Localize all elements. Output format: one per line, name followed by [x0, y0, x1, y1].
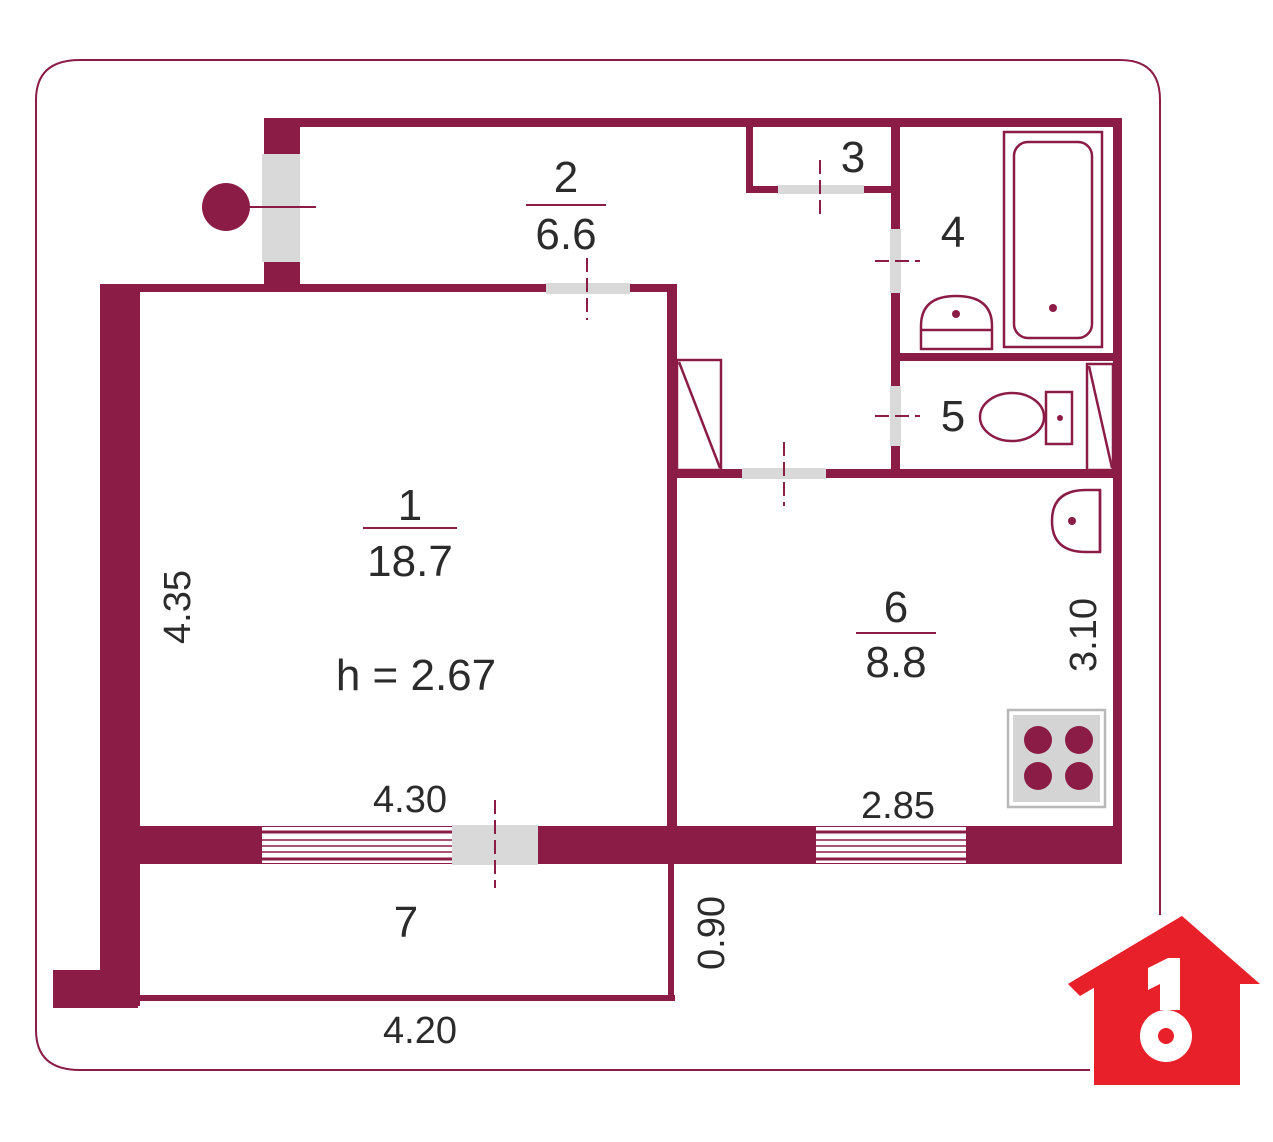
dim-room1-height: 4.35 — [157, 570, 199, 644]
dim-balcony-width: 4.20 — [383, 1010, 457, 1052]
room2-area: 6.6 — [535, 210, 596, 259]
room6-number: 6 — [884, 583, 908, 632]
room1-number: 1 — [398, 481, 422, 530]
room2-number: 2 — [554, 153, 578, 202]
room4-number: 4 — [941, 208, 965, 257]
dimension-labels: 4.35 4.30 3.10 2.85 0.90 4.20 — [157, 570, 1105, 1052]
ceiling-height: h = 2.67 — [336, 651, 496, 700]
bathtub-icon — [1002, 130, 1104, 349]
sink-icon — [919, 294, 994, 351]
entrance-marker-icon — [202, 183, 250, 231]
window-room6 — [816, 827, 966, 863]
windows — [262, 827, 966, 863]
dim-room6-width: 2.85 — [861, 785, 935, 827]
door-markers — [250, 160, 920, 888]
room-labels: 2 6.6 3 4 5 1 18.7 h = 2.67 6 8.8 7 — [336, 133, 965, 947]
room6-area: 8.8 — [865, 638, 926, 687]
plan-frame — [35, 59, 1161, 1071]
room5-number: 5 — [941, 392, 965, 441]
room1-area: 18.7 — [367, 537, 453, 586]
dim-balcony-depth: 0.90 — [691, 896, 733, 970]
toilet-icon — [978, 390, 1074, 446]
room3-number: 3 — [841, 133, 865, 182]
stove-icon — [1006, 708, 1107, 809]
doorways — [262, 154, 901, 865]
room7-number: 7 — [394, 898, 418, 947]
fraction-bars — [363, 204, 936, 634]
dim-room6-height: 3.10 — [1063, 598, 1105, 672]
dim-room1-width: 4.30 — [373, 779, 447, 821]
kitchen-sink-icon — [1050, 488, 1102, 554]
logo-house-key-icon — [1068, 916, 1260, 1085]
window-room1 — [262, 827, 452, 863]
cabinet-hatch — [675, 358, 1115, 472]
